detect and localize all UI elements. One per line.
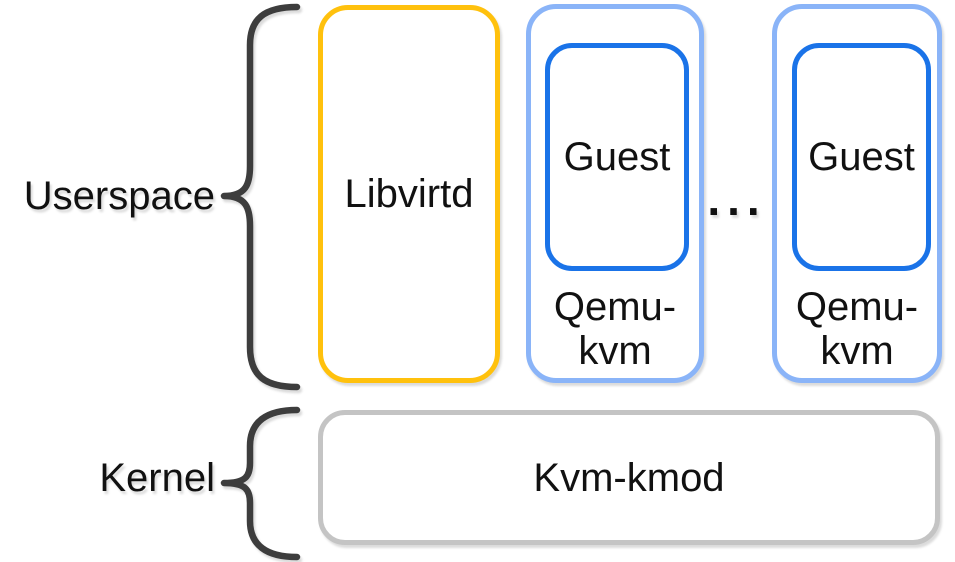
userspace-brace xyxy=(220,3,301,391)
guest-box-1: Guest xyxy=(545,43,689,271)
userspace-section-label: Userspace xyxy=(23,174,215,218)
qemu-kvm-label-1: Qemu-kvm xyxy=(553,285,677,373)
libvirtd-label: Libvirtd xyxy=(344,172,474,216)
kvm-kmod-box: Kvm-kmod xyxy=(318,410,940,545)
ellipsis: ... xyxy=(707,173,767,225)
kvm-kmod-label: Kvm-kmod xyxy=(533,455,725,500)
kernel-brace xyxy=(220,406,301,561)
qemu-kvm-box-1: Guest Qemu-kvm xyxy=(526,4,704,383)
guest-box-2: Guest xyxy=(792,43,931,271)
guest-label-1: Guest xyxy=(563,135,671,179)
kernel-section-label: Kernel xyxy=(99,456,215,500)
qemu-kvm-box-2: Guest Qemu-kvm xyxy=(772,4,942,383)
guest-label-2: Guest xyxy=(808,135,915,179)
qemu-kvm-label-2: Qemu-kvm xyxy=(795,285,919,373)
libvirtd-box: Libvirtd xyxy=(318,5,500,383)
